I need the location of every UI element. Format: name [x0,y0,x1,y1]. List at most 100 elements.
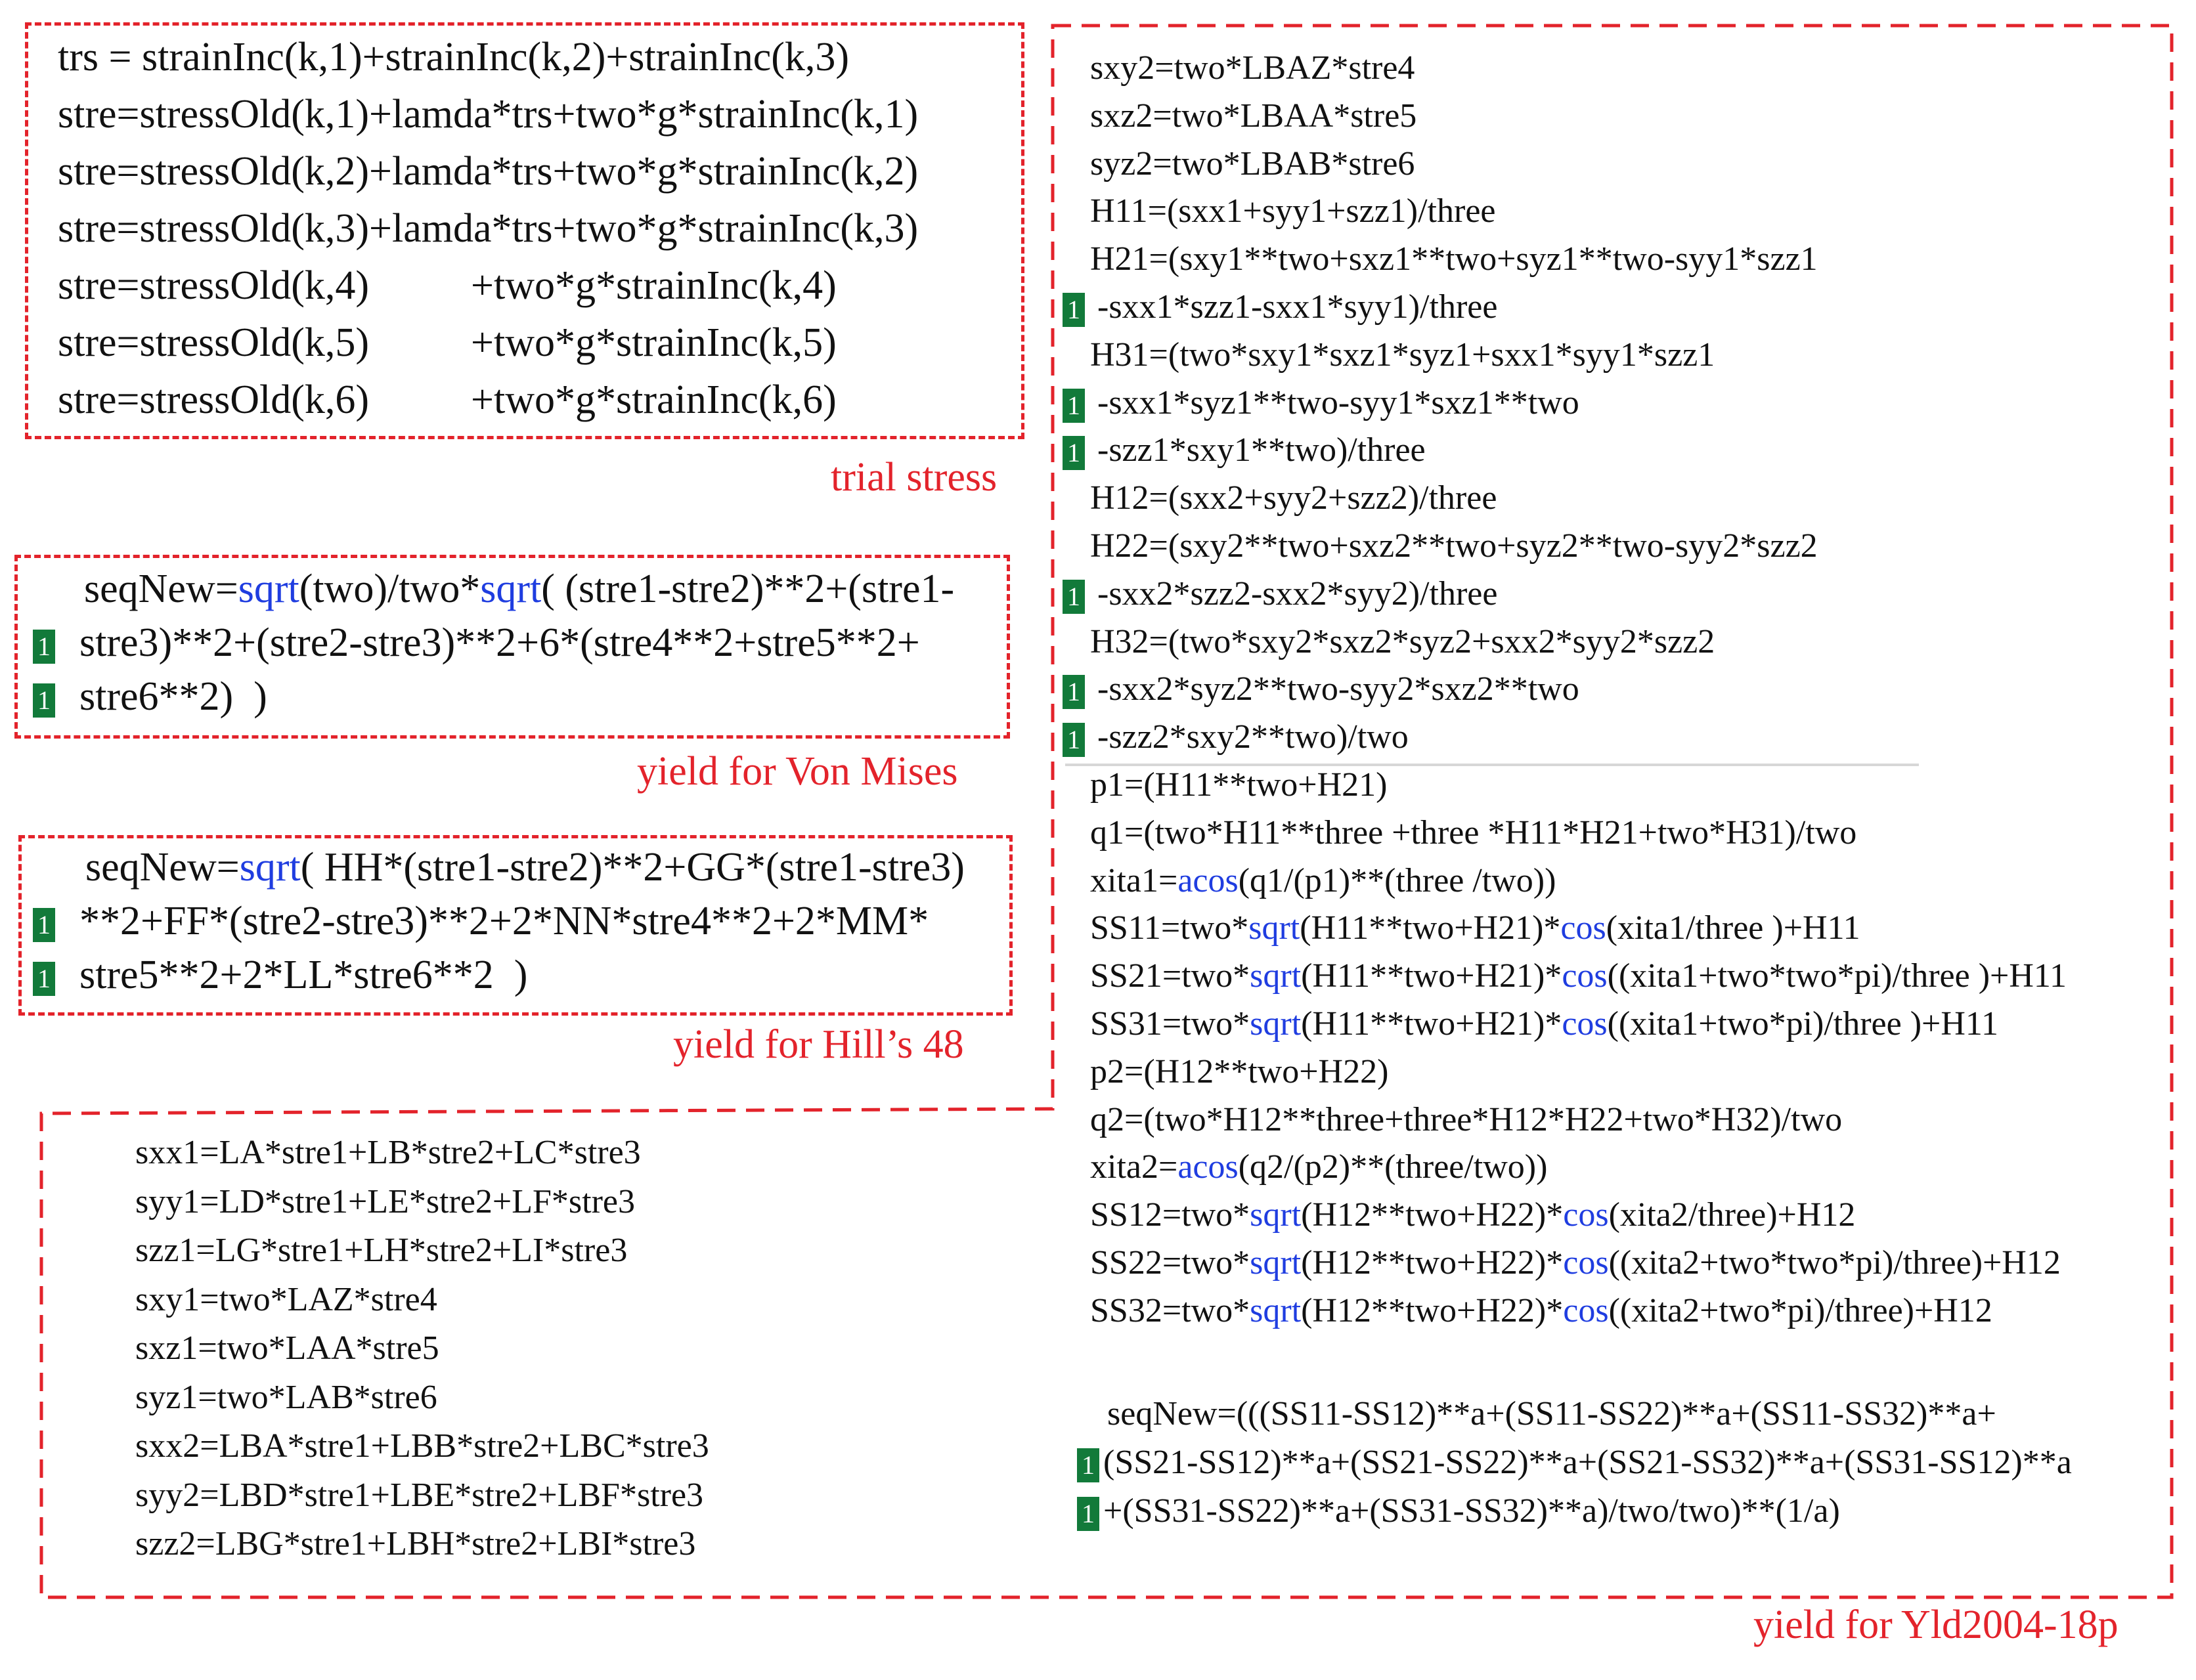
code-line: sxy2=two*LBAZ*stre4 [1090,49,1415,87]
code-line: H11=(sxx1+syy1+szz1)/three [1090,192,1495,230]
code-line: xita1=acos(q1/(p1)**(three /two)) [1090,861,1556,900]
continuation-marker: 1 [1063,388,1085,423]
code-line: 1(SS21-SS12)**a+(SS21-SS22)**a+(SS21-SS3… [1077,1443,2072,1483]
continuation-marker: 1 [1063,293,1085,328]
hill-box [18,835,1013,1016]
code-line: syy2=LBD*stre1+LBE*stre2+LBF*stre3 [135,1476,704,1514]
continuation-marker: 1 [1077,1448,1099,1483]
code-text: SS11=two* [1090,909,1249,947]
continuation-marker: 1 [33,961,55,996]
separator-line [1065,764,1919,766]
hill-caption: yield for Hill’s 48 [673,1022,964,1067]
sqrt-keyword: sqrt [1250,1244,1302,1282]
code-line: syz1=two*LAB*stre6 [135,1378,437,1416]
code-line: SS21=two*sqrt(H11**two+H21)*cos((xita1+t… [1090,957,2067,995]
code-text: ( HH*(stre1-stre2)**2+GG*(stre1-stre3) [300,845,965,890]
code-text: xita1= [1090,861,1178,899]
yld-caption: yield for Yld2004-18p [1753,1603,2119,1647]
code-line: 1 -sxx1*syz1**two-syy1*sxz1**two [1063,383,1579,423]
continuation-marker: 1 [1063,675,1085,710]
code-line: 1 -sxx2*szz2-sxx2*syy2)/three [1063,574,1497,614]
code-text: ((xita1+two*pi)/three )+H11 [1607,1005,1998,1043]
code-line: szz1=LG*stre1+LH*stre2+LI*stre3 [135,1232,628,1269]
code-line: q1=(two*H11**three +three *H11*H21+two*H… [1090,813,1856,852]
code-text: seqNew= [84,567,238,611]
code-text: ( (stre1-stre2)**2+(stre1- [541,567,955,611]
cos-keyword: cos [1563,1196,1609,1234]
code-line: SS31=two*sqrt(H11**two+H21)*cos((xita1+t… [1090,1004,1998,1043]
code-text: (q1/(p1)**(three /two)) [1238,861,1556,899]
cos-keyword: cos [1562,957,1608,995]
code-text: H32=(two*sxy2*sxz2*syz2+sxx2*syy2*szz2 [1090,622,1715,660]
code-line: SS32=two*sqrt(H12**two+H22)*cos((xita2+t… [1090,1291,1992,1330]
von-mises-box [14,555,1010,739]
code-text: -sxx1*szz1-sxx1*syy1)/three [1089,288,1498,326]
sqrt-keyword: sqrt [1250,1196,1302,1234]
code-line: H12=(sxx2+syy2+szz2)/three [1090,479,1497,517]
sqrt-keyword: sqrt [1250,1005,1302,1043]
code-text: p1=(H11**two+H21) [1090,766,1388,804]
code-text: H22=(sxy2**two+sxz2**two+syz2**two-syy2*… [1090,527,1818,565]
code-line: p1=(H11**two+H21) [1090,765,1387,804]
code-line: 1+(SS31-SS22)**a+(SS31-SS32)**a)/two/two… [1077,1492,1840,1532]
code-text: **2+FF*(stre2-stre3)**2+2*NN*stre4**2+2*… [79,899,929,943]
continuation-marker: 1 [1063,723,1085,758]
code-line: 1 -szz1*sxy1**two)/three [1063,431,1426,471]
code-text: (H11**two+H21)* [1301,1005,1562,1043]
von-mises-caption: yield for Von Mises [637,749,958,794]
code-line: H31=(two*sxy1*sxz1*syz1+sxx1*syy1*szz1 [1090,335,1715,374]
code-text: -sxx2*syz2**two-syy2*sxz2**two [1089,670,1579,708]
code-line: 1 stre3)**2+(stre2-stre3)**2+6*(stre4**2… [33,620,920,666]
code-line: 1 -sxx2*syz2**two-syy2*sxz2**two [1063,670,1579,710]
code-line: p2=(H12**two+H22) [1090,1052,1388,1091]
code-text: (q2/(p2)**(three/two)) [1238,1148,1548,1186]
code-line: szz2=LBG*stre1+LBH*stre2+LBI*stre3 [135,1525,696,1562]
code-line: H32=(two*sxy2*sxz2*syz2+sxx2*syy2*szz2 [1090,622,1715,661]
code-text: (xita2/three)+H12 [1608,1196,1856,1234]
sqrt-keyword: sqrt [1248,909,1300,947]
code-text: seqNew= [85,845,240,890]
acos-keyword: acos [1177,861,1239,899]
continuation-marker: 1 [1063,436,1085,471]
code-text: (H12**two+H22)* [1301,1291,1564,1329]
code-text: (two)/two* [299,567,481,611]
code-line: sxx1=LA*stre1+LB*stre2+LC*stre3 [135,1134,641,1171]
trial-stress-box [25,22,1024,439]
code-line: stre=stressOld(k,3)+lamda*trs+two*g*stra… [58,206,919,251]
code-text: sxy2=two*LBAZ*stre4 [1090,49,1415,87]
code-text: (H11**two+H21)* [1300,909,1561,947]
code-line: stre=stressOld(k,1)+lamda*trs+two*g*stra… [58,92,919,137]
cos-keyword: cos [1563,1291,1609,1329]
code-text: q1=(two*H11**three +three *H11*H21+two*H… [1090,813,1857,851]
code-text: xita2= [1090,1148,1178,1186]
code-text: -sxx2*szz2-sxx2*syy2)/three [1089,574,1498,613]
code-text: q2=(two*H12**three+three*H12*H22+two*H32… [1090,1100,1843,1138]
code-line: 1 -szz2*sxy2**two)/two [1063,718,1409,758]
sqrt-keyword: sqrt [1250,1291,1302,1329]
code-text: +(SS31-SS22)**a+(SS31-SS32)**a)/two/two)… [1103,1492,1840,1530]
code-line: 1 **2+FF*(stre2-stre3)**2+2*NN*stre4**2+… [33,898,929,945]
code-line: SS22=two*sqrt(H12**two+H22)*cos((xita2+t… [1090,1243,2061,1282]
acos-keyword: acos [1177,1148,1239,1186]
code-text: ((xita2+two*two*pi)/three)+H12 [1608,1244,2061,1282]
code-text: ((xita1+two*two*pi)/three )+H11 [1607,957,2067,995]
code-line: H21=(sxy1**two+sxz1**two+syz1**two-syy1*… [1090,240,1818,278]
code-line: 1 stre6**2) ) [33,674,267,720]
sqrt-keyword: sqrt [1250,957,1302,995]
code-line: 1 -sxx1*szz1-sxx1*syy1)/three [1063,288,1498,328]
code-line: sxy1=two*LAZ*stre4 [135,1280,437,1318]
continuation-marker: 1 [1063,579,1085,614]
code-text: stre6**2) ) [79,674,267,719]
code-text: -sxx1*syz1**two-syy1*sxz1**two [1089,383,1579,421]
code-line: stre=stressOld(k,2)+lamda*trs+two*g*stra… [58,149,919,194]
code-text: SS32=two* [1090,1291,1250,1329]
code-text: H21=(sxy1**two+sxz1**two+syz1**two-syy1*… [1090,240,1818,278]
code-text: stre3)**2+(stre2-stre3)**2+6*(stre4**2+s… [79,620,920,665]
code-text: stre5**2+2*LL*stre6**2 ) [79,953,528,997]
code-line: 1 stre5**2+2*LL*stre6**2 ) [33,952,527,999]
code-line: stre=stressOld(k,6) +two*g*strainInc(k,6… [58,377,837,422]
code-text: H11=(sxx1+syy1+szz1)/three [1090,192,1496,230]
cos-keyword: cos [1563,1244,1609,1282]
